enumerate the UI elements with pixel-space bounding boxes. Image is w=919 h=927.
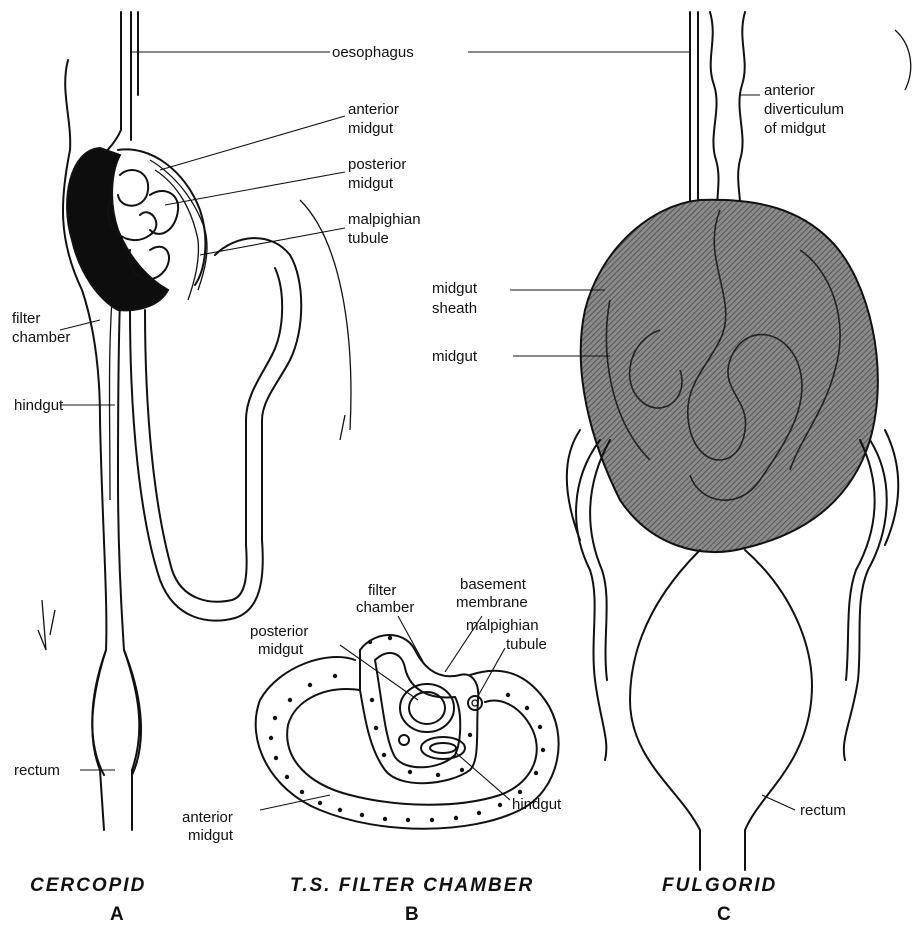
label-malpighian-tubule-b-2: tubule [506, 636, 547, 653]
cercopid-oesophagus-outline [90, 12, 138, 165]
label-anterior-midgut-b-1: anterior [182, 809, 233, 826]
label-oesophagus: oesophagus [332, 44, 414, 61]
label-midgut-sheath-1: midgut [432, 280, 478, 297]
label-hindgut-a: hindgut [14, 397, 64, 414]
label-anterior-midgut-a-2: midgut [348, 120, 394, 137]
label-anterior-diverticulum-3: of midgut [764, 120, 827, 137]
ts-hindgut-lumen [430, 743, 456, 753]
caption-fulgorid: FULGORID [662, 875, 777, 896]
cercopid-drawing [38, 12, 351, 830]
filter-chamber-black [67, 148, 168, 310]
label-filter-chamber-a-1: filter [12, 310, 40, 327]
label-posterior-midgut-a-1: posterior [348, 156, 406, 173]
label-posterior-midgut-a-2: midgut [348, 175, 394, 192]
fulgorid-rectum-outline [630, 550, 812, 870]
label-posterior-midgut-b-1: posterior [250, 623, 308, 640]
captions: CERCOPID A T.S. FILTER CHAMBER B FULGORI… [30, 875, 777, 925]
fulgorid-anterior-diverticulum [710, 12, 745, 215]
caption-cercopid: CERCOPID [30, 875, 146, 896]
ts-malpighian-tubule-1 [468, 696, 482, 710]
label-rectum-c: rectum [800, 802, 846, 819]
label-filter-chamber-a-2: chamber [12, 329, 70, 346]
label-rectum-a: rectum [14, 762, 60, 779]
caption-letter-b: B [405, 904, 419, 925]
label-filter-chamber-b-1: filter [368, 582, 396, 599]
label-basement-membrane-1: basement [460, 576, 527, 593]
caption-letter-c: C [717, 904, 731, 925]
cercopid-hindgut-inner [110, 300, 113, 500]
label-posterior-midgut-b-2: midgut [258, 641, 304, 658]
label-hindgut-b: hindgut [512, 796, 562, 813]
label-anterior-diverticulum-2: diverticulum [764, 101, 844, 118]
cercopid-sketch-mark-2 [300, 200, 351, 440]
label-malpighian-tubule-b-1: malpighian [466, 617, 539, 634]
label-anterior-midgut-b-2: midgut [188, 827, 234, 844]
fulgorid-malpighian-left [567, 430, 610, 760]
caption-ts-filter-chamber: T.S. FILTER CHAMBER [290, 875, 534, 896]
label-malpighian-tubule-a-2: tubule [348, 230, 389, 247]
label-midgut-sheath-2: sheath [432, 300, 477, 317]
ts-anterior-midgut-inner [287, 689, 537, 805]
fulgorid-drawing [567, 12, 911, 870]
ts-filter-chamber-inner [375, 653, 460, 767]
ts-malpighian-tubule-3 [399, 735, 409, 745]
cercopid-sketch-mark-1 [38, 600, 55, 650]
label-filter-chamber-b-2: chamber [356, 599, 414, 616]
label-basement-membrane-2: membrane [456, 594, 528, 611]
label-malpighian-tubule-a-1: malpighian [348, 211, 421, 228]
fulgorid-sketch-mark [895, 30, 911, 90]
caption-letter-a: A [110, 904, 124, 925]
label-midgut-c: midgut [432, 348, 478, 365]
cercopid-rectum-outline [92, 650, 141, 775]
fulgorid-oesophagus [690, 12, 698, 215]
cercopid-hindgut-outline [118, 300, 139, 830]
label-anterior-diverticulum-1: anterior [764, 82, 815, 99]
label-anterior-midgut-a-1: anterior [348, 101, 399, 118]
